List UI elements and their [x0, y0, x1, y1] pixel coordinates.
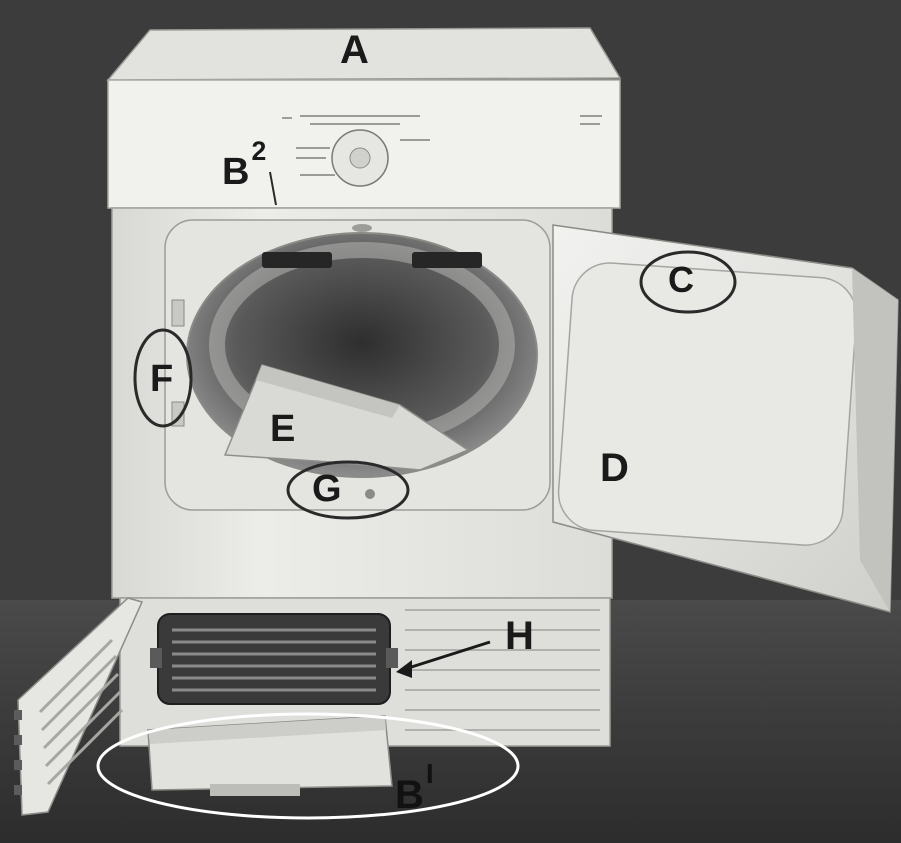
plinth-louvres [405, 609, 600, 731]
callout-ring-b1 [96, 712, 520, 820]
pointer-b2 [269, 171, 277, 206]
kickplate-clips [14, 710, 22, 795]
label-b2-superscript: 2 [251, 136, 267, 166]
condenser-handle-left [150, 648, 162, 668]
pointer-h-arrowhead [396, 660, 412, 678]
condenser-fins [172, 628, 376, 692]
door-inner-panel [557, 262, 858, 546]
drum-vents [262, 252, 482, 268]
program-dial [331, 129, 389, 187]
callout-ring-c [639, 250, 737, 314]
label-b1: BI [395, 758, 434, 818]
top-lid [106, 27, 622, 81]
label-b2: B2 [222, 138, 266, 191]
label-b1-letter: B [395, 773, 424, 818]
label-h: H [505, 614, 534, 658]
sensor-g [365, 489, 375, 499]
label-c: C [668, 259, 694, 300]
door-edge [852, 268, 898, 612]
panel-markings [282, 115, 602, 176]
water-container-lid [148, 716, 386, 744]
kickplate-door [17, 597, 144, 816]
label-d: D [600, 446, 629, 490]
condenser-handle-right [386, 648, 398, 668]
label-b2-letter: B [222, 150, 250, 193]
pointer-h [401, 640, 491, 672]
label-b1-superscript: I [425, 758, 434, 789]
door-latch [352, 224, 372, 232]
water-container-base [210, 784, 300, 796]
label-f: F [150, 358, 174, 400]
callout-ring-g [286, 460, 410, 520]
callout-ring-f [133, 328, 193, 428]
label-g: G [312, 468, 342, 510]
label-e: E [270, 408, 296, 450]
door-hinge-upper [171, 299, 185, 327]
kickplate-ribs [38, 638, 124, 786]
label-a: A [340, 28, 369, 72]
lint-filter-edge [256, 365, 400, 418]
